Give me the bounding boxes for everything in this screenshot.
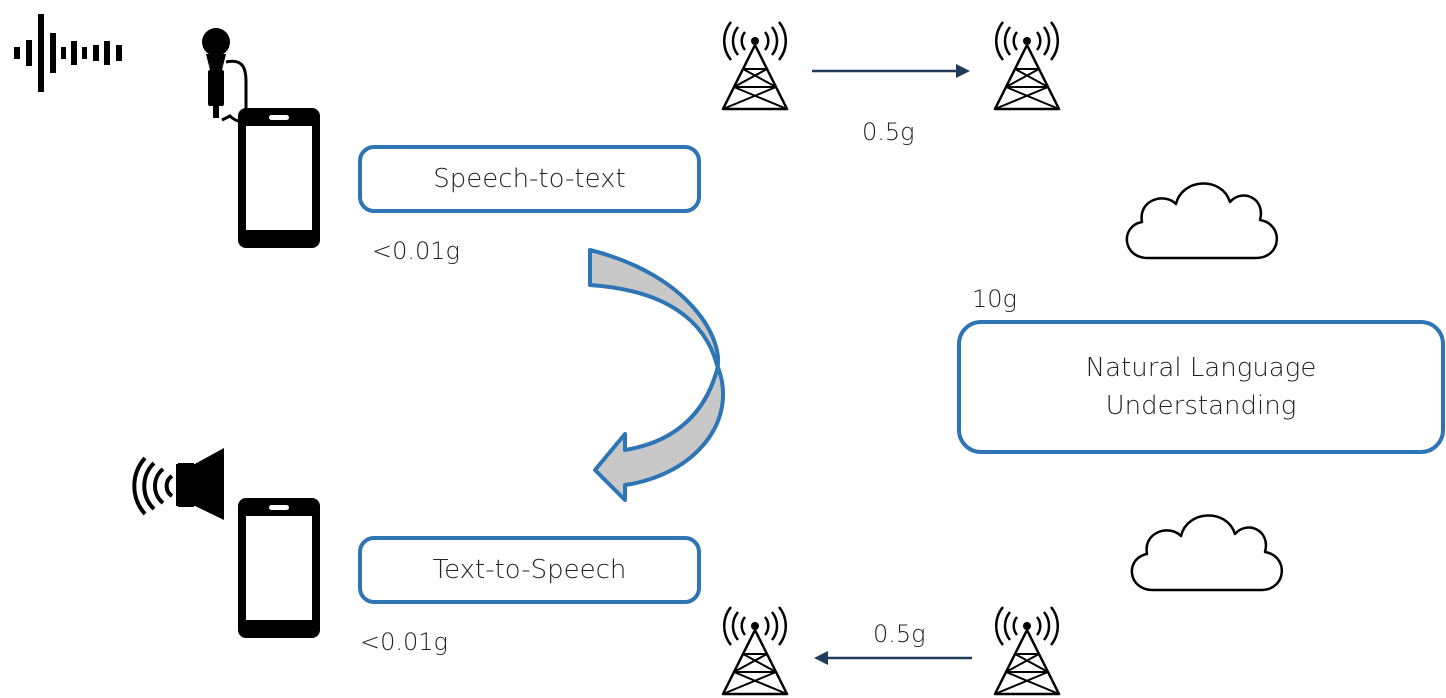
microphone-icon [202, 28, 248, 124]
radio-tower-icon [993, 20, 1061, 111]
stt-weight-label: <0.01g [372, 237, 460, 265]
nlu-label-line2: Understanding [1105, 391, 1297, 421]
arrow-left-icon [814, 651, 972, 665]
tts-weight-label: <0.01g [360, 628, 448, 656]
speech-to-text-label: Speech-to-text [433, 164, 626, 194]
radio-tower-icon [721, 605, 789, 696]
smartphone-icon [238, 108, 320, 248]
nlu-weight-label: 10g [972, 285, 1017, 313]
nlu-label-line1: Natural Language [1085, 353, 1317, 383]
uplink-weight-label: 0.5g [862, 118, 915, 146]
radio-tower-icon [993, 605, 1061, 696]
smartphone-icon [238, 498, 320, 638]
cloud-icon [1125, 182, 1279, 260]
sound-wave-icon [14, 14, 122, 92]
radio-tower-icon [721, 20, 789, 111]
curved-arrow-icon [588, 248, 725, 502]
speech-to-text-box: Speech-to-text [358, 145, 701, 213]
text-to-speech-label: Text-to-Speech [432, 555, 627, 585]
text-to-speech-box: Text-to-Speech [358, 536, 701, 604]
nlu-box: Natural Language Understanding [957, 320, 1445, 454]
cloud-icon [1130, 514, 1284, 592]
speaker-icon [132, 448, 224, 520]
arrow-right-icon [812, 64, 970, 78]
downlink-weight-label: 0.5g [873, 620, 926, 648]
